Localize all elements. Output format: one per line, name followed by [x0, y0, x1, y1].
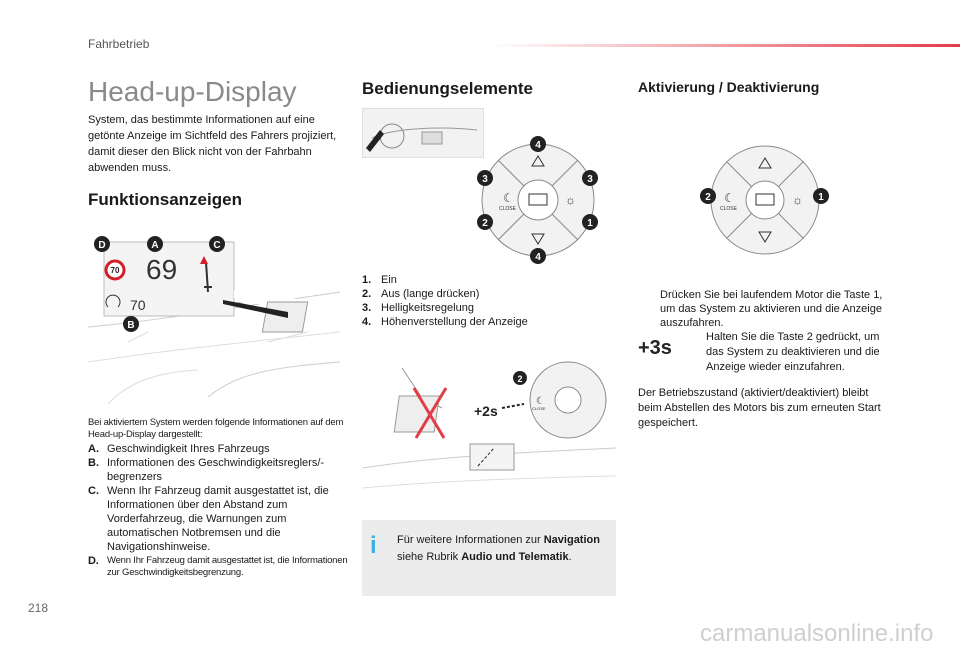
close-label: CLOSE — [499, 206, 517, 212]
limit-value: 70 — [111, 266, 120, 275]
nav-arrow-icon — [204, 261, 212, 293]
svg-text:2: 2 — [482, 218, 488, 229]
list-item-c: C.Wenn Ihr Fahrzeug damit ausgestattet i… — [88, 485, 329, 553]
svg-text:2: 2 — [705, 192, 711, 203]
speed-limit-sign — [104, 259, 126, 281]
status-note: Der Betriebszustand (aktiviert/deaktivie… — [638, 387, 881, 429]
up-arrow-icon — [531, 155, 545, 167]
hud-icon — [528, 193, 548, 206]
list-item-a: A.Geschwindigkeit Ihres Fahrzeugs — [88, 443, 270, 455]
activation-heading: Aktivierung / Deaktivierung — [638, 79, 820, 95]
control-item-3: 3.Helligkeitsregelung — [362, 302, 474, 314]
hold-2s-label: +2s — [474, 403, 498, 419]
info-box — [362, 520, 616, 596]
speedometer-icon — [105, 294, 121, 308]
info-icon: i — [370, 532, 377, 559]
controls-heading: Bedienungselemente — [362, 79, 533, 98]
svg-text:CLOSE: CLOSE — [720, 206, 738, 212]
cross-icon — [412, 387, 446, 439]
dashboard-thumbnail — [362, 108, 484, 158]
hold-3s-label: +3s — [638, 337, 672, 359]
section-header: Fahrbetrieb — [88, 37, 150, 51]
svg-text:1: 1 — [587, 218, 593, 229]
list-item-d: D.Wenn Ihr Fahrzeug damit ausgestattet i… — [88, 555, 348, 578]
nav-warning-icon — [200, 256, 208, 264]
list-intro: Bei aktiviertem System werden folgende I… — [88, 417, 344, 440]
badge-d — [94, 236, 110, 252]
svg-text:2: 2 — [517, 374, 522, 384]
info-text: Für weitere Informationen zur Navigation… — [397, 534, 600, 563]
deactivation-illustration: +2s ☾ CLOSE 2 — [362, 361, 616, 489]
svg-text:4: 4 — [535, 252, 541, 263]
activation-dial: ☾ CLOSE ☼ 2 1 — [700, 145, 829, 255]
bullet-icon — [638, 288, 660, 330]
watermark: carmanualsonline.info — [700, 620, 934, 647]
control-item-1: 1.Ein — [362, 274, 397, 286]
step-1: Drücken Sie bei laufendem Motor die Tast… — [638, 288, 888, 330]
cruise-value: 70 — [130, 297, 146, 313]
control-item-4: 4.Höhenverstellung der Anzeige — [362, 316, 528, 328]
svg-text:1: 1 — [818, 192, 824, 203]
svg-text:C: C — [213, 240, 220, 251]
control-item-2: 2.Aus (lange drücken) — [362, 288, 480, 300]
brightness-icon: ☼ — [792, 193, 803, 207]
hud-illustration: 70 69 70 D A C B — [88, 236, 340, 404]
svg-text:A: A — [151, 240, 158, 251]
controls-list: 1.Ein 2.Aus (lange drücken) 3.Helligkeit… — [362, 273, 612, 329]
svg-text:D: D — [98, 240, 105, 251]
intro-text: System, das bestimmte Informationen auf … — [88, 114, 337, 174]
functions-heading: Funktionsanzeigen — [88, 190, 242, 209]
badge-b — [123, 316, 139, 332]
brightness-icon: ☼ — [565, 193, 576, 207]
badge-c — [209, 236, 225, 252]
svg-text:4: 4 — [535, 140, 541, 151]
page-title: Head-up-Display — [88, 76, 297, 107]
svg-text:☾: ☾ — [536, 396, 545, 407]
down-arrow-icon — [531, 233, 545, 245]
list-item-b: B.Informationen des Geschwindigkeitsregl… — [88, 457, 325, 483]
moon-icon: ☾ — [503, 191, 514, 205]
speed-value: 69 — [146, 254, 177, 285]
badge-a — [147, 236, 163, 252]
moon-icon: ☾ — [724, 191, 735, 205]
svg-text:3: 3 — [587, 174, 593, 185]
svg-text:CLOSE: CLOSE — [532, 406, 546, 411]
control-dial: ☾ CLOSE ☼ 4 4 3 3 2 1 — [477, 136, 598, 264]
info-list: A.Geschwindigkeit Ihres Fahrzeugs B.Info… — [88, 442, 348, 579]
svg-text:3: 3 — [482, 174, 488, 185]
header-accent-line — [490, 44, 960, 47]
svg-text:B: B — [127, 320, 134, 331]
step-2: Halten Sie die Taste 2 gedrückt, um das … — [706, 331, 880, 373]
page-number: 218 — [28, 601, 49, 615]
